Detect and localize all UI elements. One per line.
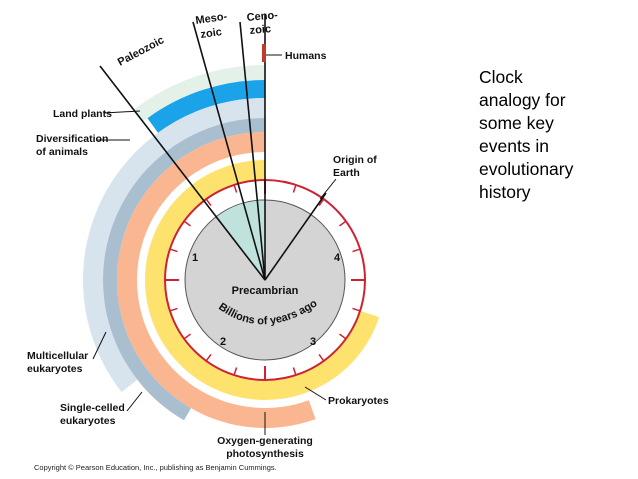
multicellular-label-2: eukaryotes — [27, 363, 83, 375]
event-rings — [83, 65, 380, 428]
clock-tick — [183, 333, 192, 340]
diversification-label-2: of animals — [36, 146, 88, 158]
paleozoic-label: Paleozoic — [116, 34, 166, 68]
diversification-label-1: Diversification — [36, 133, 108, 145]
copyright-notice: Copyright © Pearson Education, Inc., pub… — [34, 463, 277, 472]
clock-tick — [338, 220, 347, 227]
multicellular-ring — [83, 97, 266, 393]
land-plants-label: Land plants — [53, 108, 112, 120]
multicellular-label-1: Multicellular — [27, 350, 88, 362]
prokaryotes-label: Prokaryotes — [328, 395, 389, 407]
cenozoic-label-1: Ceno- — [246, 9, 278, 24]
cenozoic-line — [239, 21, 266, 281]
oxygen-label-2: photosynthesis — [226, 448, 304, 460]
clock-tick — [352, 248, 361, 253]
mesozoic-line — [192, 21, 266, 281]
origin-label-2: Earth — [333, 167, 360, 179]
clock-tick — [318, 198, 325, 207]
clock-tick — [352, 307, 361, 312]
precambrian-label: Precambrian — [232, 285, 299, 297]
clock-tick — [205, 353, 212, 362]
clock-tick — [292, 184, 297, 193]
clock-tick — [318, 353, 325, 362]
clock-tick — [233, 367, 238, 376]
humans-marker — [262, 44, 266, 62]
clock-number-1: 1 — [192, 252, 198, 264]
humans-label: Humans — [285, 50, 327, 62]
single-celled-label-2: eukaryotes — [60, 415, 116, 427]
origin-line — [264, 192, 327, 281]
clock-tick — [338, 333, 347, 340]
oxygen-label-1: Oxygen-generating — [217, 435, 313, 447]
paleozoic-line — [99, 65, 266, 281]
diversification-ring — [132, 65, 265, 123]
clock-number-2: 2 — [220, 336, 226, 348]
single-celled-ring — [103, 118, 265, 421]
clock-tick — [169, 307, 178, 312]
mesozoic-label-2: zoic — [200, 26, 223, 41]
clock-tick — [205, 198, 212, 207]
clock-tick — [169, 248, 178, 253]
mesozoic-label-1: Meso- — [195, 11, 228, 27]
origin-label-1: Origin of — [333, 154, 377, 166]
leader-lines — [92, 54, 337, 435]
clock-tick — [233, 184, 238, 193]
clock-tick — [183, 220, 192, 227]
clock-number-3: 3 — [310, 336, 316, 348]
single-celled-label-1: Single-celled — [60, 402, 125, 414]
land-plants-ring — [147, 80, 265, 133]
caption-text: Clock analogy for some key events in evo… — [479, 67, 574, 202]
cenozoic-label-2: zoic — [249, 23, 271, 37]
clock-tick — [292, 367, 297, 376]
clock-number-4: 4 — [334, 252, 341, 264]
